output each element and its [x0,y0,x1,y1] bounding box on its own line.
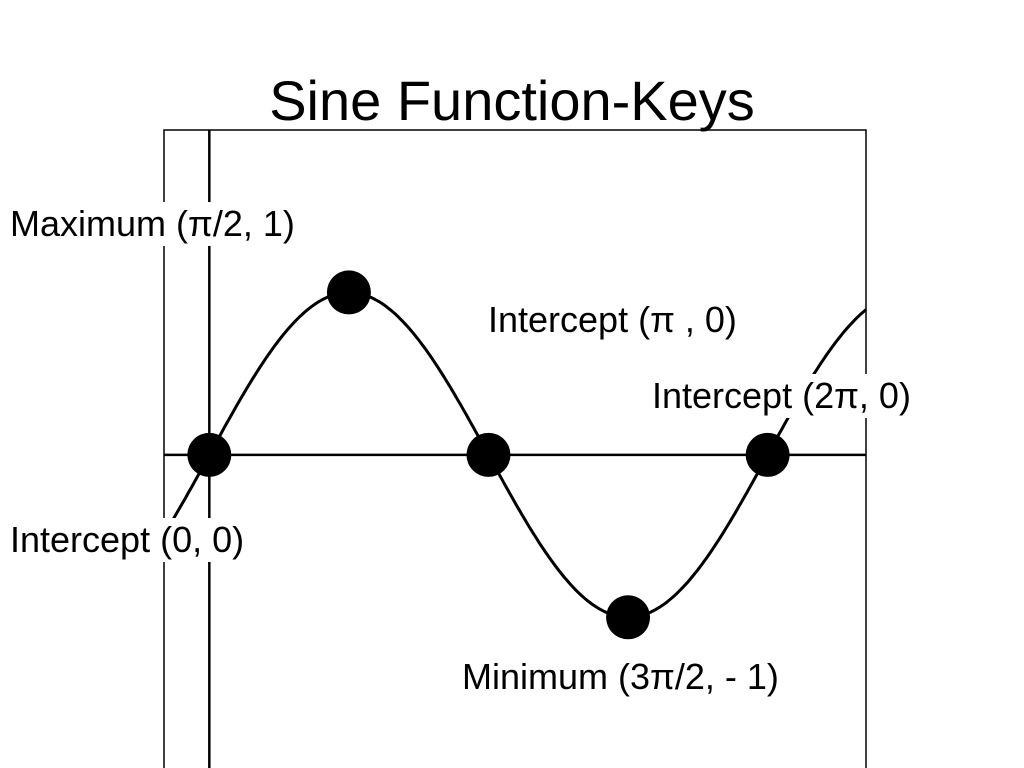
label-intercept-pi: Intercept (π , 0) [484,298,741,342]
label-minimum: Minimum (3π/2, - 1) [458,655,783,699]
slide-title: Sine Function-Keys [269,69,755,132]
key-point-intercept-origin [187,432,232,477]
label-intercept-origin: Intercept (0, 0) [6,518,249,562]
plot-frame [163,129,867,768]
label-maximum: Maximum (π/2, 1) [6,202,299,246]
sine-curve [162,290,867,619]
label-intercept-2pi: Intercept (2π, 0) [648,374,915,418]
key-point-intercept-2pi [745,432,790,477]
key-point-minimum [606,595,651,640]
key-point-intercept-pi [466,432,511,477]
key-point-maximum [326,270,371,315]
key-points [187,270,790,640]
